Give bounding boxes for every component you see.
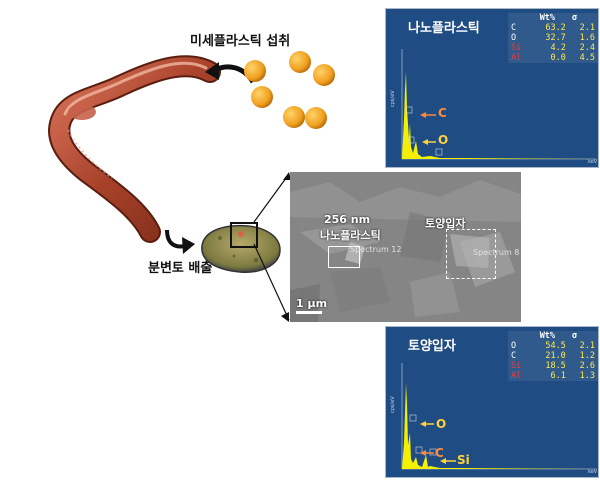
fecal-cast-icon — [201, 224, 281, 273]
ingestion-label: 미세플라스틱 섭취 — [190, 34, 291, 49]
eds-top-peak-c: C — [438, 106, 447, 120]
spectrum-b-label: Spectrum 8 — [473, 248, 520, 257]
eds-bottom-spectrum — [401, 363, 596, 470]
soil-selection-box — [446, 229, 496, 279]
bead-4 — [251, 86, 273, 108]
eds-bottom-peak-si: Si — [457, 453, 470, 467]
bead-5 — [283, 106, 305, 128]
eds-bottom-y-axis-label: cps/eV — [390, 396, 396, 413]
bead-1 — [244, 60, 266, 82]
zoom-box — [230, 222, 258, 248]
eds-top-peak-o: O — [438, 133, 449, 147]
eds-top-y-axis-label: cps/eV — [390, 90, 396, 107]
excretion-arrow-icon — [165, 229, 195, 254]
sem-image: 256 nm 나노플라스틱 토양입자 Spectrum 12 Spectrum … — [290, 172, 521, 322]
scale-bar — [296, 311, 322, 314]
eds-top-spectrum — [401, 49, 596, 160]
eds-bottom-title: 토양입자 — [408, 339, 456, 354]
eds-bottom-peak-o: O — [436, 417, 447, 431]
earthworm-illustration — [48, 55, 221, 243]
microplastic-beads — [244, 51, 335, 129]
eds-top-title: 나노플라스틱 — [408, 21, 480, 36]
bead-3 — [313, 64, 335, 86]
bead-2 — [289, 51, 311, 73]
nano-label: 나노플라스틱 — [320, 229, 381, 242]
excretion-label: 분변토 배출 — [148, 261, 213, 276]
bead-6 — [305, 107, 327, 129]
nano-size-label: 256 nm — [324, 213, 371, 226]
eds-bottom-x-axis-label: keV — [588, 469, 598, 475]
eds-bottom-peak-c: C — [435, 446, 444, 460]
soil-particle-label: 토양입자 — [425, 217, 466, 230]
scale-bar-label: 1 μm — [296, 297, 328, 310]
nano-selection-box — [328, 246, 360, 268]
eds-top-x-axis-label: keV — [588, 159, 598, 165]
spectrum-a-label: Spectrum 12 — [350, 245, 402, 254]
